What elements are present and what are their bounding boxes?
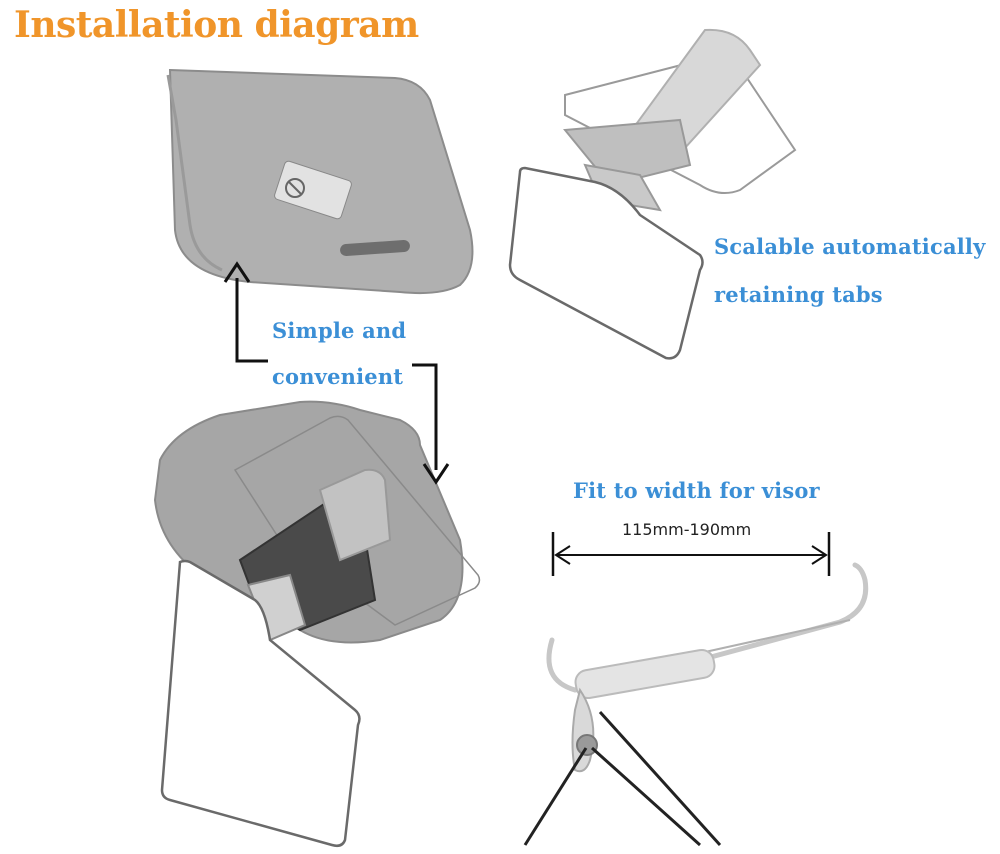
sun-visor-illustration bbox=[166, 68, 474, 295]
page-title: Installation diagram bbox=[14, 4, 419, 46]
caption-tabs-line1: Scalable automatically bbox=[714, 234, 986, 259]
arrow-up-icon bbox=[223, 261, 268, 363]
width-measurement: 115mm-190mm bbox=[622, 520, 752, 539]
visor-clip-tabs-illustration bbox=[508, 28, 797, 360]
installed-visor-illustration bbox=[153, 400, 481, 848]
caption-simple-line2: convenient bbox=[272, 364, 404, 389]
caption-simple-line1: Simple and bbox=[272, 318, 407, 343]
arrow-down-icon bbox=[412, 363, 450, 485]
caption-tabs-line2: retaining tabs bbox=[714, 282, 883, 307]
clip-hanger-illustration bbox=[523, 562, 869, 847]
double-arrow-icon bbox=[551, 532, 831, 576]
caption-fit-width: Fit to width for visor bbox=[573, 478, 820, 503]
